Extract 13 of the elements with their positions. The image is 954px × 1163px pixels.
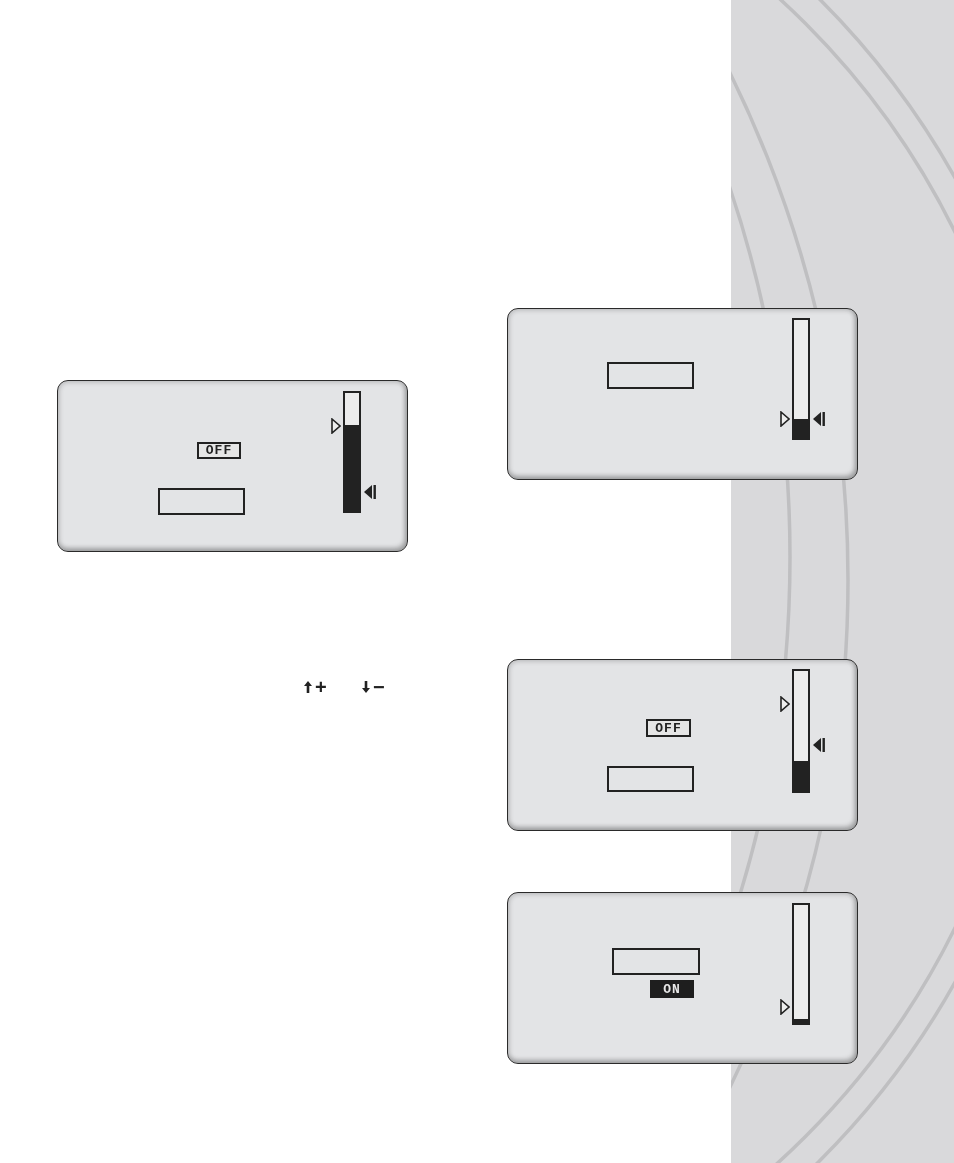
- lcd-screen: [507, 659, 858, 831]
- key-symbol: −: [373, 677, 385, 697]
- key-symbol: +: [315, 677, 327, 697]
- status-indicator: OFF: [197, 442, 241, 459]
- lcd-screen: [507, 892, 858, 1064]
- lcd-screen: [57, 380, 408, 552]
- empty-frame: [607, 766, 694, 792]
- lcd-screen: [507, 308, 858, 480]
- empty-frame: [158, 488, 245, 515]
- status-indicator: ON: [650, 980, 694, 998]
- empty-frame: [612, 948, 700, 975]
- status-indicator: OFF: [646, 719, 691, 737]
- empty-frame: [607, 362, 694, 389]
